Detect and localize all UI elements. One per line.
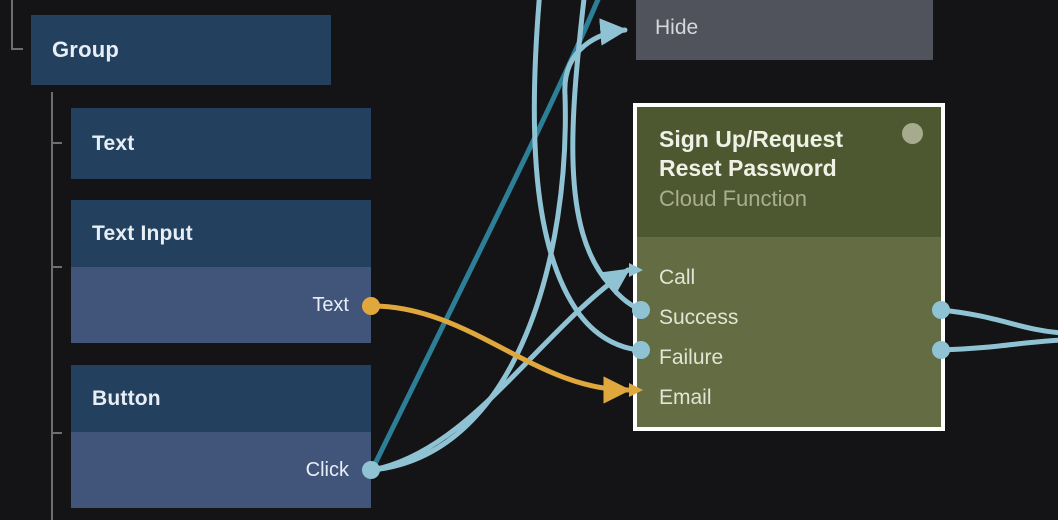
node-text-input-body: Text	[71, 267, 371, 343]
port-arrow-call-input[interactable]	[627, 260, 647, 280]
wire-text-to-email	[369, 303, 631, 404]
tree-child-vertical	[51, 92, 53, 520]
node-button[interactable]: Button Click	[71, 365, 371, 508]
tree-branch-stub-text-input	[51, 266, 62, 268]
wire-out1-offscreen	[938, 307, 1058, 336]
node-cloud-function-header[interactable]: Sign Up/Request Reset Password Cloud Fun…	[637, 107, 941, 237]
wire-incoming-to-failure	[531, 0, 644, 353]
port-dot-click-output[interactable]	[362, 461, 380, 479]
port-dot-failure-input[interactable]	[632, 341, 650, 359]
port-label-text: Text	[312, 293, 349, 316]
node-text-title: Text	[92, 131, 135, 155]
port-dot-success-input[interactable]	[632, 301, 650, 319]
node-text-header[interactable]: Text	[71, 108, 371, 179]
port-row-click-out[interactable]: Click	[71, 432, 371, 508]
tree-root-stub	[11, 48, 23, 50]
port-dot-text-output[interactable]	[362, 297, 380, 315]
node-button-body: Click	[71, 432, 371, 508]
port-label-failure: Failure	[659, 346, 724, 369]
node-text-input-header[interactable]: Text Input	[71, 200, 371, 267]
wire-out2-offscreen	[938, 337, 1058, 353]
wire-click-to-call	[369, 267, 631, 473]
port-label-call: Call	[659, 266, 696, 289]
port-dot-output-2[interactable]	[932, 341, 950, 359]
node-text-input[interactable]: Text Input Text	[71, 200, 371, 343]
node-button-header[interactable]: Button	[71, 365, 371, 432]
node-cloud-function-title: Sign Up/Request Reset Password	[659, 126, 844, 181]
port-row-text-out[interactable]: Text	[71, 267, 371, 343]
port-label-click: Click	[305, 458, 349, 481]
tree-root-vertical	[11, 0, 13, 50]
port-arrow-email-input[interactable]	[627, 380, 647, 400]
node-cloud-function-inner: Sign Up/Request Reset Password Cloud Fun…	[637, 107, 941, 427]
node-text[interactable]: Text	[71, 108, 371, 179]
wire-offscreen-teal	[369, 0, 601, 473]
node-group[interactable]: Group	[31, 15, 331, 85]
status-indicator-dot[interactable]	[902, 123, 923, 144]
port-label-success: Success	[659, 306, 739, 329]
node-hide-title: Hide	[655, 16, 699, 39]
node-cloud-function-subtitle: Cloud Function	[659, 186, 807, 211]
tree-branch-stub-text	[51, 142, 62, 144]
port-label-email: Email	[659, 386, 712, 409]
node-group-header[interactable]: Group	[31, 15, 331, 85]
node-hide[interactable]: Hide	[636, 0, 933, 60]
node-button-title: Button	[92, 386, 161, 410]
node-cloud-function[interactable]: Sign Up/Request Reset Password Cloud Fun…	[633, 103, 945, 431]
node-group-title: Group	[52, 37, 119, 62]
node-cloud-function-body: Call Success Failure Email	[637, 237, 941, 427]
wire-click-to-hide	[369, 18, 628, 473]
tree-branch-stub-button	[51, 432, 62, 434]
port-dot-output-1[interactable]	[932, 301, 950, 319]
node-text-input-title: Text Input	[92, 221, 193, 245]
